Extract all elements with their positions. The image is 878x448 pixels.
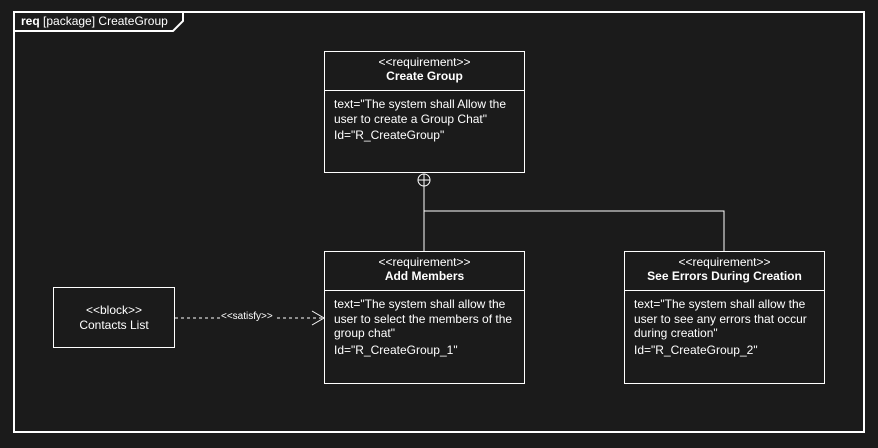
- compartment-divider: [625, 290, 824, 291]
- frame-keyword: req: [21, 14, 40, 28]
- requirement-name: See Errors During Creation: [647, 269, 802, 283]
- block-contacts-list[interactable]: <<block>> Contacts List: [53, 287, 175, 348]
- block-stereotype: <<block>>: [85, 303, 143, 317]
- requirement-create-group[interactable]: <<requirement>> Create Group text="The s…: [324, 51, 525, 173]
- requirement-text: text="The system shall allow the user to…: [334, 297, 513, 340]
- frame-label: req [package] CreateGroup: [21, 14, 168, 28]
- requirement-text: text="The system shall Allow the user to…: [334, 97, 507, 126]
- requirement-stereotype: <<requirement>>: [678, 255, 771, 269]
- requirement-text: text="The system shall allow the user to…: [634, 297, 807, 340]
- frame-kind: [package]: [43, 14, 96, 28]
- satisfy-label: <<satisfy>>: [220, 311, 274, 323]
- requirement-stereotype: <<requirement>>: [378, 55, 471, 69]
- requirement-body: text="The system shall allow the user to…: [634, 297, 818, 357]
- requirement-body: text="The system shall allow the user to…: [334, 297, 518, 357]
- requirement-body: text="The system shall Allow the user to…: [334, 97, 518, 143]
- requirement-id: Id="R_CreateGroup": [334, 128, 445, 142]
- frame-name-tab: [14, 12, 184, 32]
- compartment-divider: [325, 90, 524, 91]
- containment-connector[interactable]: [417, 173, 725, 252]
- frame-title: CreateGroup: [98, 14, 168, 28]
- requirement-id: Id="R_CreateGroup_2": [634, 342, 758, 357]
- requirement-add-members[interactable]: <<requirement>> Add Members text="The sy…: [324, 251, 525, 384]
- compartment-divider: [325, 290, 524, 291]
- requirement-name: Create Group: [386, 69, 463, 83]
- diagram-frame: [13, 11, 865, 433]
- requirement-name: Add Members: [384, 269, 465, 283]
- requirement-see-errors[interactable]: <<requirement>> See Errors During Creati…: [624, 251, 825, 384]
- block-name: Contacts List: [79, 318, 149, 332]
- containment-line-see-errors: [424, 210, 725, 252]
- requirement-stereotype: <<requirement>>: [378, 255, 471, 269]
- requirement-id: Id="R_CreateGroup_1": [334, 342, 458, 357]
